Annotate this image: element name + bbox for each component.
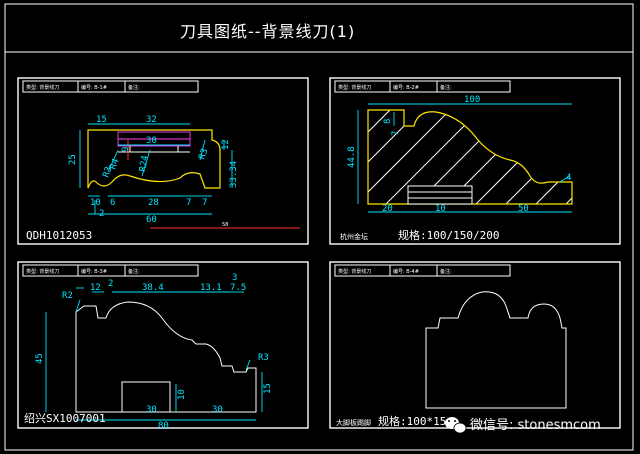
p1-dim-60: 60 xyxy=(146,215,157,225)
panel-2-header xyxy=(334,80,511,93)
panel-1: 类型: 背景线刀 编号: B-1# 备注: 15 32 30 9 12 25 xyxy=(17,77,309,245)
p3-dim-45: 45 xyxy=(35,353,45,364)
panel-4-profile xyxy=(425,291,567,409)
p3-dim-r2: R2 xyxy=(62,291,73,301)
p1-dim-9: 9 xyxy=(121,147,131,152)
panel-2-header-no: 编号: B-2# xyxy=(393,84,419,91)
panel-3: 类型: 背景线刀 编号: B-3# 备注: R2 12 2 38.4 13.1 … xyxy=(17,261,309,431)
p3-dim-75: 7.5 xyxy=(230,283,246,293)
panel-1-header-type: 类型: 背景线刀 xyxy=(26,84,59,91)
panel-2-hatch xyxy=(368,110,572,204)
p3-dim-r3: R3 xyxy=(258,353,269,363)
panel-4-frame xyxy=(329,261,621,429)
p3-dim-15: 15 xyxy=(263,383,273,394)
p1-dim-r3b: R3 xyxy=(197,147,210,161)
p1-dim-33: 33.34 xyxy=(229,161,239,188)
p2-dim-7: 7 xyxy=(391,131,401,136)
wechat-icon xyxy=(445,417,467,434)
p1-dim-r24: R24 xyxy=(138,155,151,173)
panel-4-header-no: 编号: B-4# xyxy=(393,268,419,275)
p3-dim-3: 3 xyxy=(232,273,237,283)
panel-2-header-note: 备注: xyxy=(440,84,452,91)
outer-frame xyxy=(4,3,634,451)
watermark-text: 微信号: stonesmcom xyxy=(470,418,601,433)
panel-2-footer-spec: 规格:100/150/200 xyxy=(398,228,499,242)
panel-3-header xyxy=(22,264,199,277)
panel-4-footer-spec: 规格:100*15 xyxy=(378,414,446,428)
p1-dim-58: 58 xyxy=(222,222,228,228)
p2-dim-100: 100 xyxy=(464,95,480,105)
p3-dim-30a: 30 xyxy=(146,405,157,415)
panel-3-frame xyxy=(17,261,309,429)
p1-dim-10: 10 xyxy=(90,198,101,208)
sheet-title: 刀具图纸--背景线刀(1) xyxy=(180,22,355,41)
panel-1-frame xyxy=(17,77,309,245)
panel-3-slot xyxy=(121,381,171,413)
watermark: 微信号: stonesmcom xyxy=(445,417,601,434)
panel-4-header-note: 备注: xyxy=(440,268,452,275)
p1-dim-7a: 7 xyxy=(186,198,191,208)
panel-2-header-type: 类型: 背景线刀 xyxy=(338,84,371,91)
p1-dim-12: 12 xyxy=(221,139,231,150)
p3-dim-131: 13.1 xyxy=(200,283,222,293)
p1-dim-r4: R4 xyxy=(108,157,121,171)
panel-4-header-type: 类型: 背景线刀 xyxy=(338,268,371,275)
p3-dim-10: 10 xyxy=(177,389,187,400)
p2-dim-10: 10 xyxy=(435,204,446,214)
p3-dim-384: 38.4 xyxy=(142,283,164,293)
panel-1-header-no: 编号: B-1# xyxy=(81,84,107,91)
panel-1-profile xyxy=(87,129,221,189)
panel-4-footer-left: 大脚板踢脚 xyxy=(336,418,371,427)
panel-2-slot xyxy=(407,185,473,205)
p1-dim-28: 28 xyxy=(148,198,159,208)
panel-3-header-note: 备注: xyxy=(128,268,140,275)
p1-dim-2: 2 xyxy=(99,209,104,219)
panel-2: 类型: 背景线刀 编号: B-2# 备注: 100 8 7 44.8 20 10… xyxy=(329,77,621,245)
p2-dim-4: 4 xyxy=(566,173,571,183)
p3-dim-2: 2 xyxy=(108,279,113,289)
panel-4-header xyxy=(334,264,511,277)
panel-3-code: 绍兴SX1007001 xyxy=(24,411,106,425)
panel-2-frame xyxy=(329,77,621,245)
p1-dim-32: 32 xyxy=(146,115,157,125)
p1-dim-6: 6 xyxy=(110,198,115,208)
panel-1-header xyxy=(22,80,199,93)
p3-dim-12: 12 xyxy=(90,283,101,293)
p1-dim-30: 30 xyxy=(146,136,157,146)
p2-dim-50: 50 xyxy=(518,204,529,214)
p1-dim-15: 15 xyxy=(96,115,107,125)
p2-dim-8: 8 xyxy=(383,119,393,124)
panel-1-header-note: 备注: xyxy=(128,84,140,91)
panel-2-footer-left: 杭州金坛 xyxy=(340,232,368,241)
p2-dim-448: 44.8 xyxy=(347,146,357,168)
p3-dim-30b: 30 xyxy=(212,405,223,415)
p2-dim-20: 20 xyxy=(382,204,393,214)
p1-dim-7b: 7 xyxy=(202,198,207,208)
panel-4: 类型: 背景线刀 编号: B-4# 备注: 大脚板踢脚 规格:100*15 xyxy=(329,261,621,429)
p1-dim-r3: R3 xyxy=(101,165,114,179)
panel-3-header-type: 类型: 背景线刀 xyxy=(26,268,59,275)
p3-dim-80: 80 xyxy=(158,421,169,431)
panel-3-header-no: 编号: B-3# xyxy=(81,268,107,275)
p1-dim-25: 25 xyxy=(68,154,78,165)
panel-2-profile xyxy=(367,109,573,205)
panel-1-code: QDH1012053 xyxy=(26,229,92,242)
panel-3-profile xyxy=(75,301,257,413)
